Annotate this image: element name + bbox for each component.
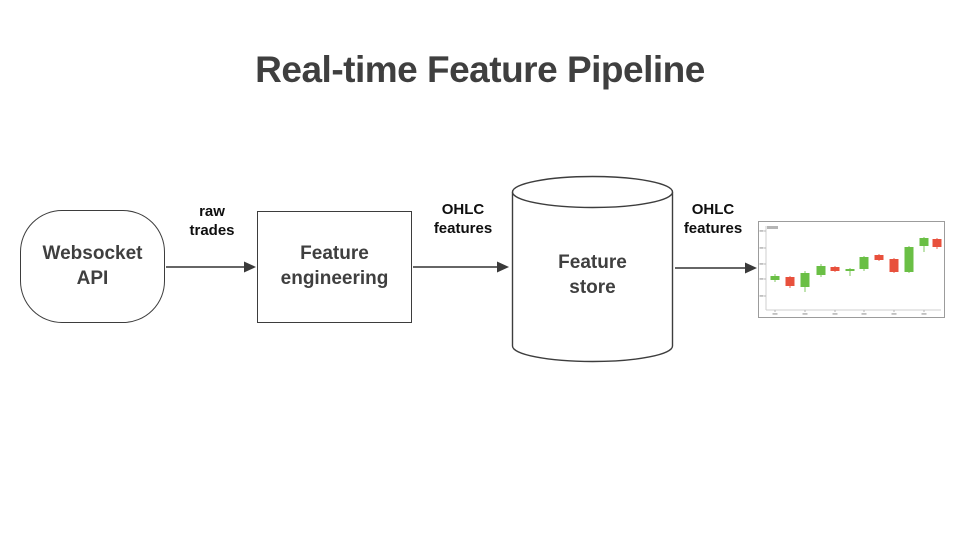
node-feature-store-cylinder xyxy=(511,175,674,363)
arrow-ohlc-features-1 xyxy=(413,261,509,273)
cylinder-body xyxy=(511,192,674,363)
node-feature-engineering-label: Feature engineering xyxy=(280,243,389,289)
arrow-ohlc-features-2 xyxy=(675,262,757,274)
node-feature-store-label: Feature store xyxy=(558,251,627,298)
edge-label-ohlc-features-1: OHLC features xyxy=(433,201,493,237)
edge-label-ohlc-features-2: OHLC features xyxy=(683,201,743,237)
slide-title: Real-time Feature Pipeline xyxy=(255,49,705,90)
node-feature-engineering: Feature engineering xyxy=(257,211,412,323)
node-websocket-api: Websocket API xyxy=(20,210,165,323)
arrow-raw-trades xyxy=(166,261,256,273)
candlestick-chart xyxy=(759,226,942,315)
node-websocket-api-label: Websocket API xyxy=(42,242,143,289)
edge-label-raw-trades: raw trades xyxy=(189,203,235,239)
candlestick-chart-frame xyxy=(758,221,945,318)
cylinder-top xyxy=(511,175,674,209)
